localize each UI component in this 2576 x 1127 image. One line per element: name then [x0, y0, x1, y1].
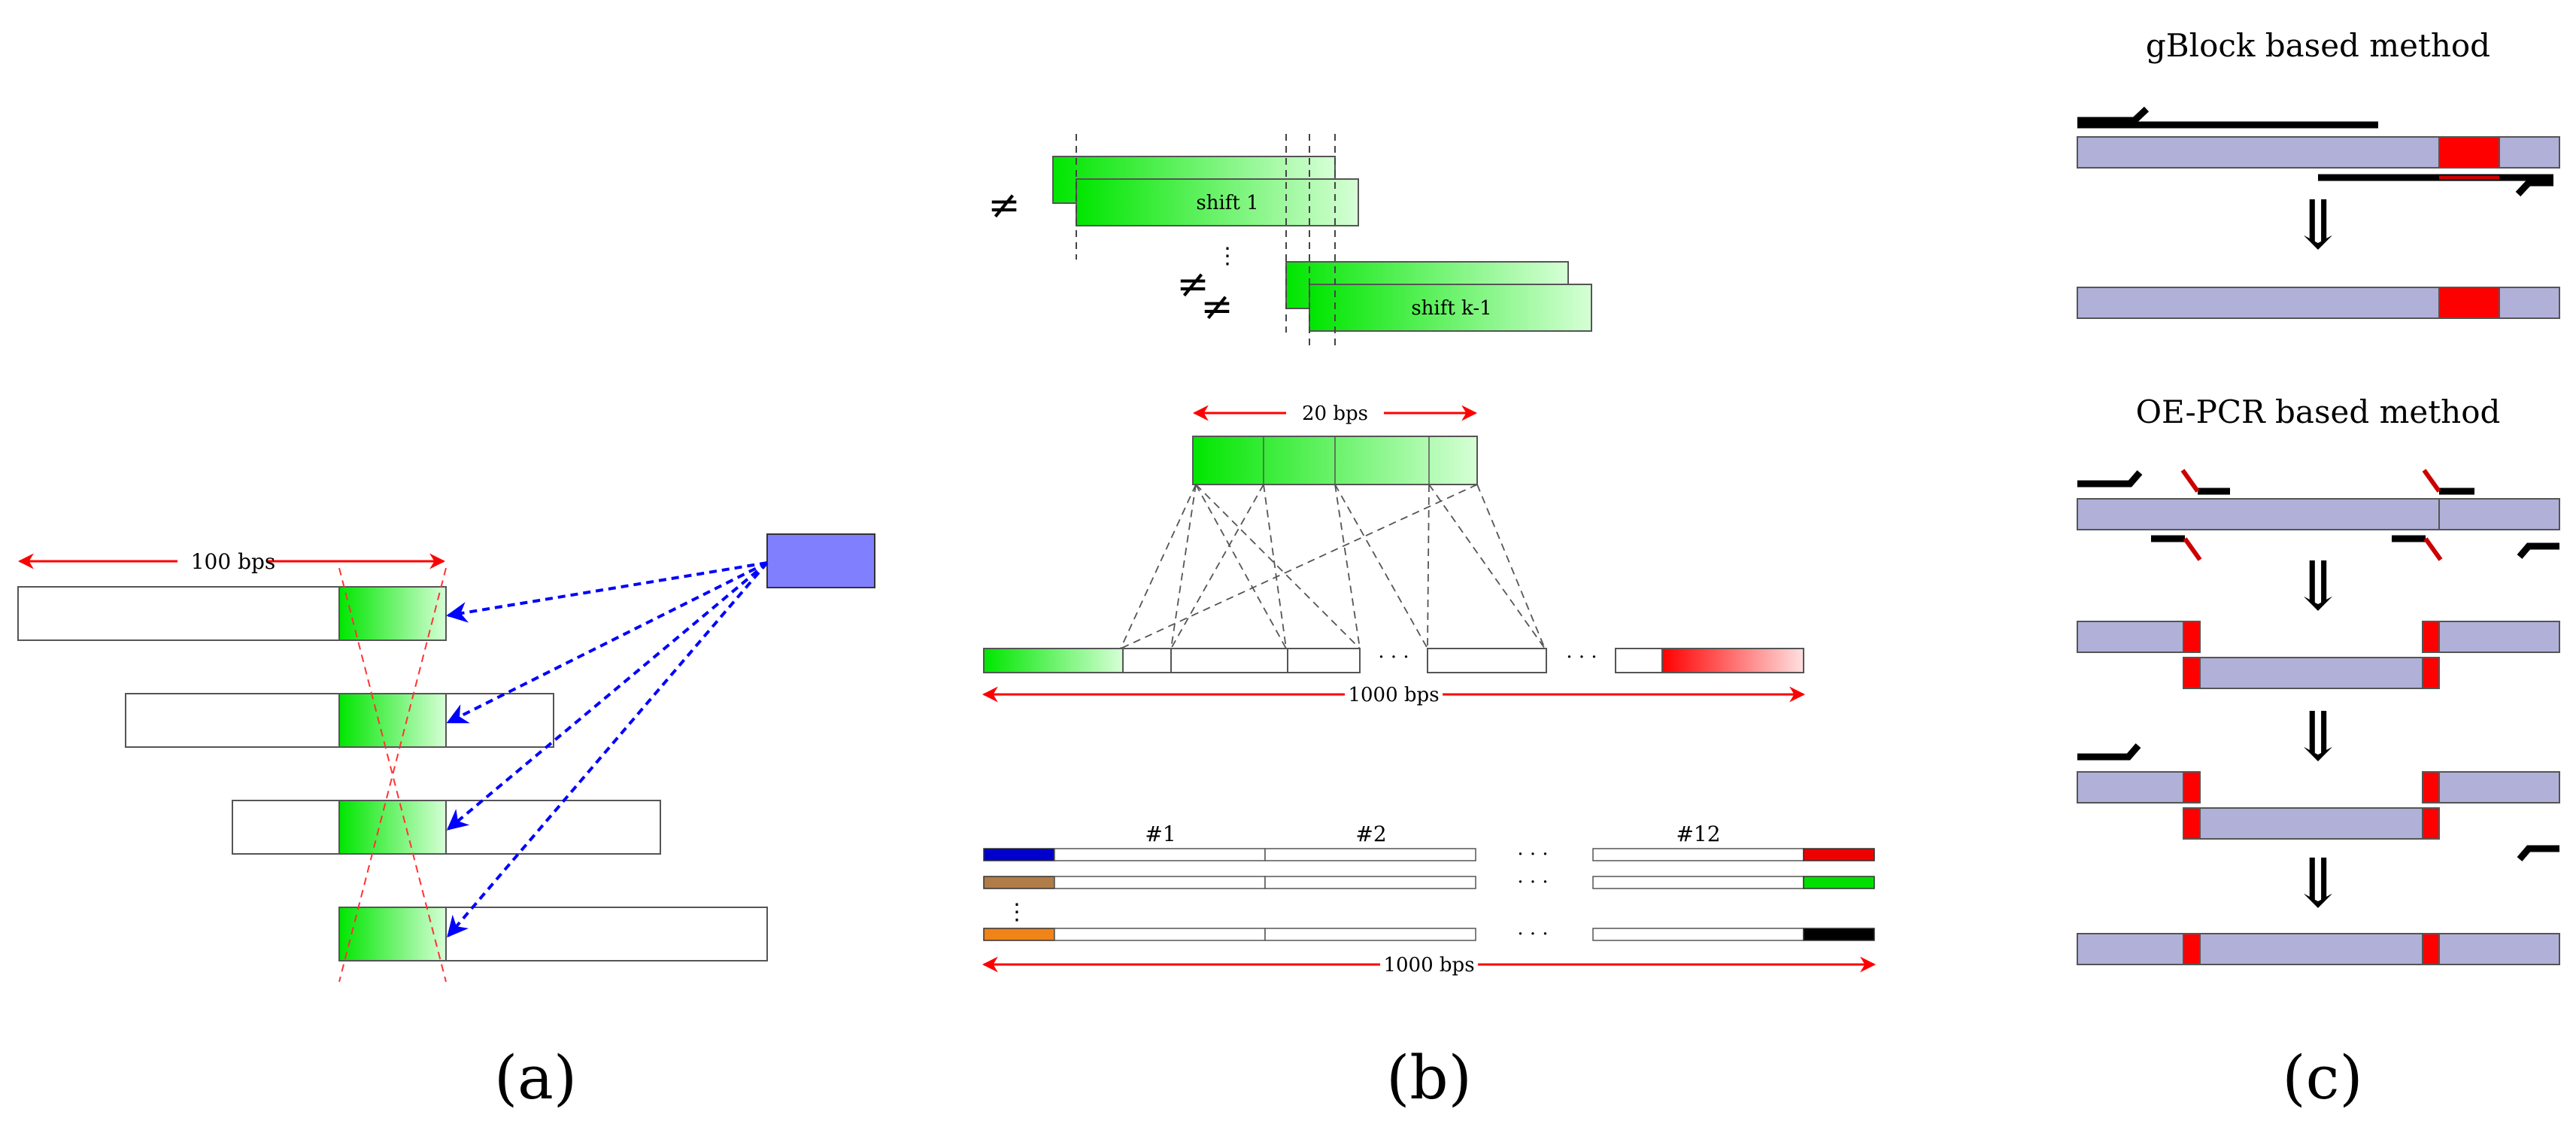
binding-arrow-2 [446, 561, 768, 724]
gene-seg-2 [1170, 648, 1288, 673]
panel-label-b: (b) [1386, 1043, 1472, 1113]
shift-block-k1 [1309, 284, 1592, 332]
gene-seg-3 [1287, 648, 1361, 673]
gene-seg-end [1661, 648, 1804, 673]
segment-label-2: #2 [1355, 822, 1386, 846]
oepcr-frag-left-2 [2077, 621, 2184, 653]
barcode-right-2 [1803, 876, 1875, 889]
length-label-a: 100 bps [191, 549, 276, 574]
gene-seg-5 [1615, 648, 1663, 673]
oepcr-outer-primer-r [2517, 845, 2559, 861]
gene-length-label: 1000 bps [1348, 684, 1439, 706]
oepcr-gene-1 [2077, 498, 2560, 530]
oepcr-result-mutation-1 [2183, 933, 2201, 965]
alignment-guide-2 [338, 567, 447, 983]
arrow-oepcr-3: ⇓ [2289, 844, 2346, 923]
segment-label-12: #12 [1676, 822, 1720, 846]
read-probe-region-3 [338, 800, 447, 855]
barcode-right-3 [1803, 928, 1875, 941]
read-probe-region-4 [338, 907, 447, 961]
panel-c: gBlock based method ⇓ OE-PCR based metho… [2077, 27, 2560, 1113]
arrow-gblock: ⇓ [2289, 186, 2346, 265]
gene-seg-4 [1427, 648, 1547, 673]
row-dots-3: · · · [1517, 923, 1548, 946]
binding-arrow-4 [447, 561, 769, 938]
alignment-guide-1 [338, 567, 447, 983]
window-label: 20 bps [1302, 402, 1368, 425]
arrow-oepcr-2: ⇓ [2289, 697, 2346, 776]
oepcr-frag-mid-2 [2183, 657, 2440, 689]
oepcr-frag-right-3 [2422, 771, 2560, 803]
arrow-oepcr-1: ⇓ [2289, 547, 2346, 626]
binding-arrow-1 [446, 561, 768, 623]
probe-box [766, 533, 875, 588]
neq-symbol-2: ≠ [1176, 262, 1209, 307]
oepcr-primer-a [2077, 470, 2143, 488]
oepcr-frag-right-2 [2422, 621, 2560, 653]
panel-b: shift 1 ≠ ⋮ shift k-1 ≠ ≠ 20 bps [982, 134, 1877, 1113]
binding-arrow-3 [446, 561, 769, 831]
segment-label-1: #1 [1145, 822, 1176, 846]
shift-label-1: shift 1 [1196, 192, 1258, 214]
oepcr-frag-left-3 [2077, 771, 2184, 803]
oepcr-result-mutation-2 [2422, 933, 2440, 965]
barcode-right-1 [1803, 848, 1875, 861]
title-gblock: gBlock based method [2146, 27, 2490, 64]
mapping-lines [1120, 484, 1546, 649]
barcode-left-3 [983, 928, 1055, 941]
panel-label-c: (c) [2282, 1043, 2362, 1113]
gene-seg-1 [1122, 648, 1172, 673]
shift-label-k1: shift k-1 [1411, 297, 1491, 320]
read-probe-region-2 [338, 693, 447, 748]
oepcr-frag-mid-3 [2183, 807, 2440, 840]
row-vertical-ellipsis: ⋮ [1006, 899, 1028, 925]
gene-seg-start [983, 648, 1124, 673]
gblock-mutation [2438, 136, 2500, 169]
row-dots-2: · · · [1517, 871, 1548, 894]
dots-2: · · · [1566, 646, 1597, 669]
oepcr-result-gene [2077, 933, 2560, 965]
barcode-left-2 [983, 876, 1055, 889]
read-probe-region-1 [338, 586, 447, 641]
shift-block-1 [1076, 178, 1359, 226]
vertical-ellipsis: ⋮ [1216, 243, 1239, 269]
panel-a: 100 bps (a) [17, 533, 875, 1113]
neq-symbol-3: ≠ [1200, 284, 1233, 330]
gblock-result-mutation [2438, 287, 2500, 319]
oepcr-primer-f [2517, 542, 2559, 559]
neq-symbol-1: ≠ [988, 183, 1021, 228]
title-oepcr: OE-PCR based method [2136, 393, 2501, 430]
oepcr-outer-primer-f [2077, 743, 2141, 761]
barcode-left-1 [983, 848, 1055, 861]
row-dots-1: · · · [1517, 843, 1548, 866]
panel-label-a: (a) [494, 1043, 577, 1113]
oligo-length-label: 1000 bps [1383, 954, 1474, 977]
dots-1: · · · [1378, 646, 1409, 669]
